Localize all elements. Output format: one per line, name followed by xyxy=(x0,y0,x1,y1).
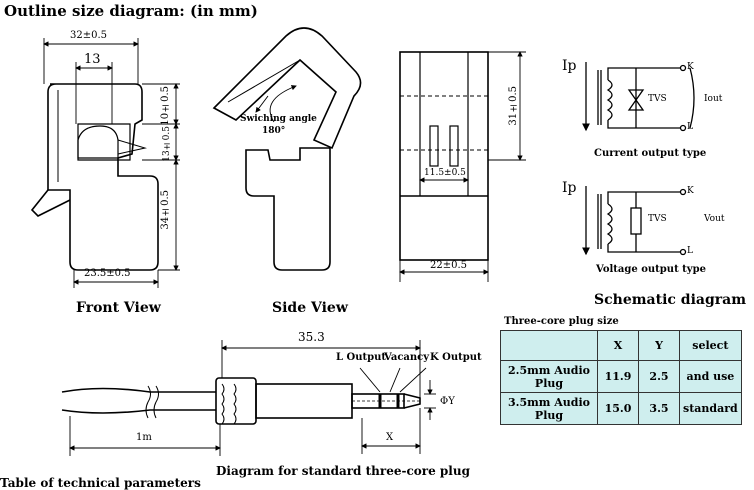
front-view-caption: Front View xyxy=(76,300,161,316)
voltage-vout-label: Vout xyxy=(704,214,725,224)
table-row: 3.5mm Audio Plug 15.0 3.5 standard xyxy=(500,392,742,425)
side-view-drawing xyxy=(212,27,362,271)
voltage-ip-label: Ip xyxy=(562,180,577,196)
plug-x-dim: X xyxy=(386,432,394,443)
plug-table-title: Three-core plug size xyxy=(504,316,619,327)
plug-l-output-label: L Output xyxy=(336,352,386,363)
table-cell: 11.9 xyxy=(597,360,639,393)
voltage-tvs-label: TVS xyxy=(648,214,667,224)
plug-caption: Diagram for standard three-core plug xyxy=(216,464,470,478)
switch-angle-label: Swiching angle xyxy=(240,114,317,124)
table-cell: and use xyxy=(679,360,742,393)
plug-vacancy-label: Vacancy xyxy=(384,352,430,363)
voltage-k-label: K xyxy=(687,186,694,196)
plug-k-output-label: K Output xyxy=(430,352,482,363)
plug-cable-dim: 1m xyxy=(136,432,152,443)
plug-total-dim: 35.3 xyxy=(298,330,325,344)
voltage-schematic-drawing xyxy=(582,186,687,256)
front-bottom-dim: 34±0.5 xyxy=(160,190,171,230)
current-output-caption: Current output type xyxy=(594,148,707,159)
plug-drawing xyxy=(61,377,421,425)
table-cell: 3.5mm Audio Plug xyxy=(500,392,598,425)
footer-fragment: Table of technical parameters xyxy=(0,476,201,490)
table-header-cell: Y xyxy=(638,330,680,361)
current-schematic-drawing xyxy=(582,62,695,132)
table-header-cell: X xyxy=(597,330,639,361)
current-iout-label: Iout xyxy=(704,94,723,104)
front-top-dim: 10±0.5 xyxy=(160,86,171,126)
table-cell: 2.5mm Audio Plug xyxy=(500,360,598,393)
page-title: Outline size diagram: (in mm) xyxy=(4,2,258,20)
current-ip-label: Ip xyxy=(562,58,577,74)
front-inner-dim: 13 xyxy=(84,52,101,67)
front-base-dim: 23.5±0.5 xyxy=(84,268,131,279)
front-view-drawing xyxy=(30,83,159,271)
table-cell: 3.5 xyxy=(638,392,680,425)
current-k-label: K xyxy=(687,62,694,72)
end-pins-dim: 11.5±0.5 xyxy=(424,168,466,178)
front-width-dim: 32±0.5 xyxy=(70,30,108,41)
plug-size-table: X Y select 2.5mm Audio Plug 11.9 2.5 and… xyxy=(500,330,742,425)
schematic-caption: Schematic diagram xyxy=(594,292,747,308)
table-cell: standard xyxy=(679,392,742,425)
end-width-dim: 22±0.5 xyxy=(430,260,468,271)
voltage-l-label: L xyxy=(687,246,693,256)
switch-angle-value: 180° xyxy=(262,126,286,136)
side-view-caption: Side View xyxy=(272,300,348,316)
table-header-row: X Y select xyxy=(500,330,742,361)
current-l-label: L xyxy=(687,122,693,132)
plug-y-dim: ΦY xyxy=(440,396,455,407)
current-tvs-label: TVS xyxy=(648,94,667,104)
table-header-cell: select xyxy=(679,330,742,361)
voltage-output-caption: Voltage output type xyxy=(596,264,706,275)
end-height-dim: 31±0.5 xyxy=(508,86,519,126)
table-cell: 15.0 xyxy=(597,392,639,425)
table-row: 2.5mm Audio Plug 11.9 2.5 and use xyxy=(500,360,742,393)
front-mid-dim: 13±0.5 xyxy=(162,126,172,162)
table-cell: 2.5 xyxy=(638,360,680,393)
table-header-cell xyxy=(500,330,598,361)
end-view-drawing xyxy=(399,51,489,261)
